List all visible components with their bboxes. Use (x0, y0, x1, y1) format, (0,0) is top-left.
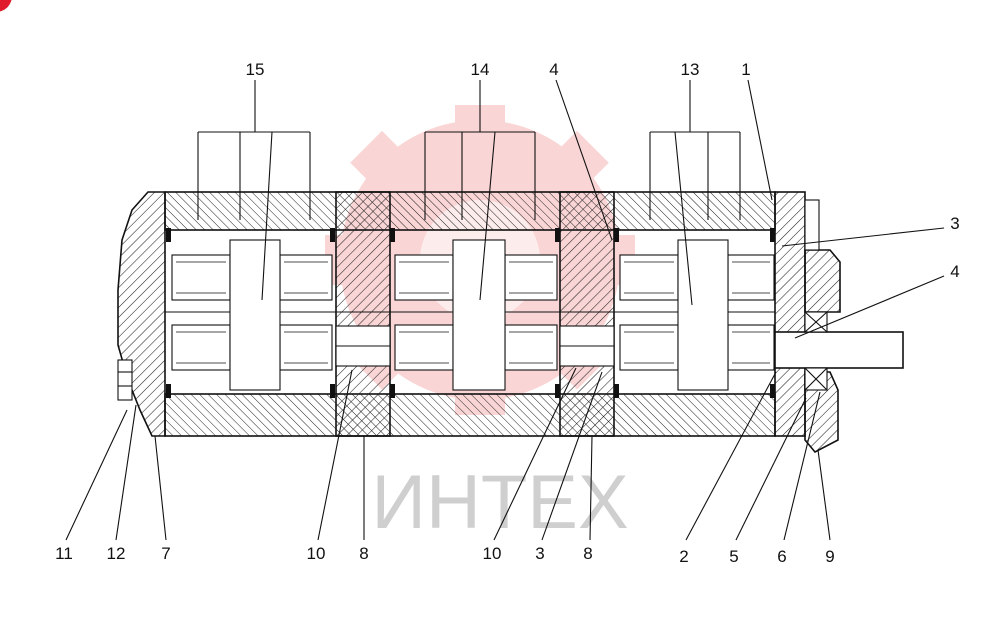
front-bearing-housing (804, 249, 841, 454)
callout-4-top: 4 (549, 60, 558, 79)
gear-stage-14 (394, 239, 558, 391)
callout-11: 11 (55, 544, 73, 563)
callout-8-left: 8 (359, 544, 368, 563)
corner-mark-icon (0, 0, 12, 12)
callout-3-right: 3 (950, 214, 959, 233)
callout-1: 1 (741, 60, 750, 79)
leader-lines (65, 79, 945, 541)
housing-bottom-wall (164, 393, 776, 437)
right-mounting-flange (774, 191, 806, 437)
callout-10-right: 10 (483, 544, 502, 563)
callout-12: 12 (107, 544, 126, 563)
callout-13: 13 (681, 60, 700, 79)
callout-2: 2 (679, 547, 688, 566)
watermark-text: ИНТЕХ (371, 460, 628, 545)
callout-6: 6 (777, 547, 786, 566)
callout-3-bottom: 3 (535, 544, 544, 563)
divider-plate-left (335, 191, 391, 437)
callout-9: 9 (825, 547, 834, 566)
gear-stage-15 (171, 239, 333, 391)
divider-plate-right (559, 191, 615, 437)
callout-8-right: 8 (583, 544, 592, 563)
gear-stage-13 (619, 239, 775, 391)
callout-14: 14 (471, 60, 490, 79)
callout-10-left: 10 (307, 544, 326, 563)
housing-top-wall (164, 191, 776, 231)
callout-4-right: 4 (950, 262, 959, 281)
callout-5: 5 (729, 547, 738, 566)
callout-15: 15 (246, 60, 265, 79)
o-ring-seals (166, 228, 775, 398)
drive-shaft (774, 331, 904, 369)
callout-7: 7 (161, 544, 170, 563)
end-cover-bolt (117, 359, 133, 401)
